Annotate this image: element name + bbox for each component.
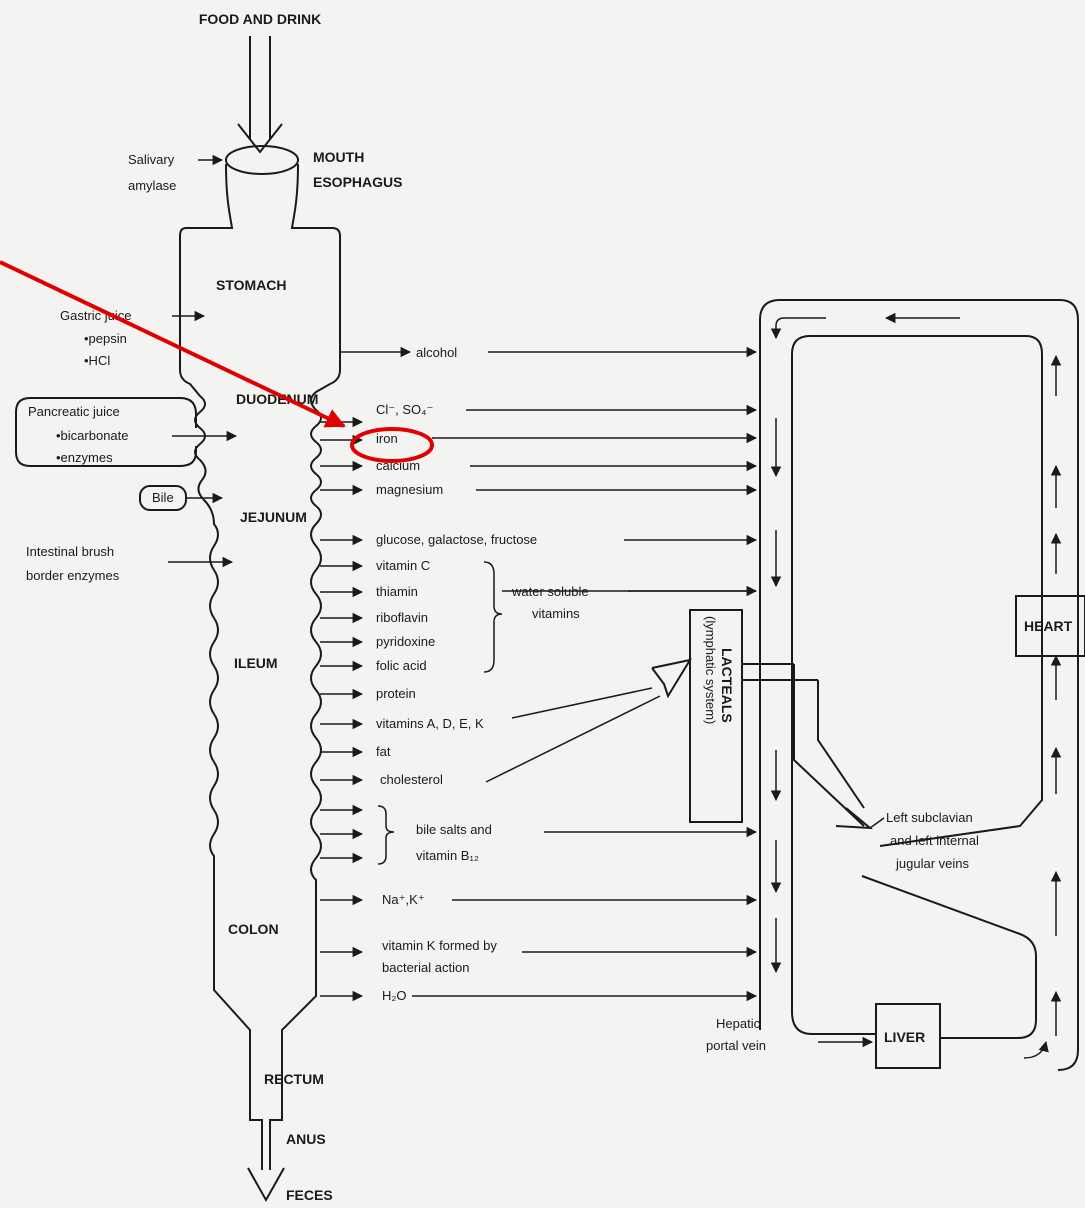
thiamin-label: thiamin [376,584,418,599]
hcl-label: •HCl [84,353,110,368]
subclavian-label-1: Left subclavian [886,810,973,825]
circulation-inner-loop [792,336,1042,1012]
brush-border-label-1: Intestinal brush [26,544,114,559]
pyridoxine-label: pyridoxine [376,634,435,649]
lacteals-label: LACTEALS [719,648,735,723]
heart-label: HEART [1024,618,1073,634]
bile-salts-label: bile salts and [416,822,492,837]
cholesterol-label: cholesterol [380,772,443,787]
food-and-drink-label: FOOD AND DRINK [199,11,321,27]
subclavian-label-3: jugular veins [895,856,969,871]
riboflavin-label: riboflavin [376,610,428,625]
pancreatic-juice-label: Pancreatic juice [28,404,120,419]
salivary-label: Salivary [128,152,175,167]
protein-label: protein [376,686,416,701]
lacteal-arrows [486,660,690,782]
circulation-lower-loop [862,876,1036,1038]
food-input-arrow [238,36,282,152]
fat-label: fat [376,744,391,759]
brush-border-label-2: border enzymes [26,568,120,583]
water-soluble-bracket [484,562,502,672]
subclavian-label-2: and left internal [890,833,979,848]
vitamins-adek-label: vitamins A, D, E, K [376,716,484,731]
lacteal-outflow [742,664,870,828]
enzymes-label: •enzymes [56,450,113,465]
bile-label: Bile [152,490,174,505]
subclavian-pointer [870,818,884,828]
highlight-arrow [0,262,344,426]
amylase-label: amylase [128,178,176,193]
water-soluble-label-2: vitamins [532,606,580,621]
tract-right-wall [270,164,340,1170]
lymphatic-label: (lymphatic system) [703,616,718,724]
vitamin-c-label: vitamin C [376,558,430,573]
hepatic-label: Hepatic [716,1016,761,1031]
anus-label: ANUS [286,1131,326,1147]
ileum-label: ILEUM [234,655,278,671]
feces-arrow [248,1168,284,1200]
magnesium-label: magnesium [376,482,443,497]
alcohol-label: alcohol [416,345,457,360]
liver-label: LIVER [884,1029,925,1045]
iron-label: iron [376,431,398,446]
esophagus-label: ESOPHAGUS [313,174,402,190]
sodium-potassium-label: Na⁺,K⁺ [382,892,425,907]
bile-salts-bracket [378,806,394,864]
circulation-outer-loop [760,300,1078,1070]
rectum-label: RECTUM [264,1071,324,1087]
sugars-label: glucose, galactose, fructose [376,532,537,547]
water-label: H₂O [382,988,407,1003]
chloride-sulfate-label: Cl⁻, SO₄⁻ [376,402,433,417]
bicarbonate-label: •bicarbonate [56,428,129,443]
folic-acid-label: folic acid [376,658,427,673]
pepsin-label: •pepsin [84,331,127,346]
jejunum-label: JEJUNUM [240,509,307,525]
colon-label: COLON [228,921,279,937]
mouth-label: MOUTH [313,149,364,165]
vitamin-b12-label: vitamin B₁₂ [416,848,479,863]
stomach-label: STOMACH [216,277,287,293]
vitamin-k-label-1: vitamin K formed by [382,938,497,953]
vitamin-k-label-2: bacterial action [382,960,469,975]
portal-vein-label: portal vein [706,1038,766,1053]
feces-label: FECES [286,1187,333,1203]
circulation-bottom-inner [792,1012,876,1034]
